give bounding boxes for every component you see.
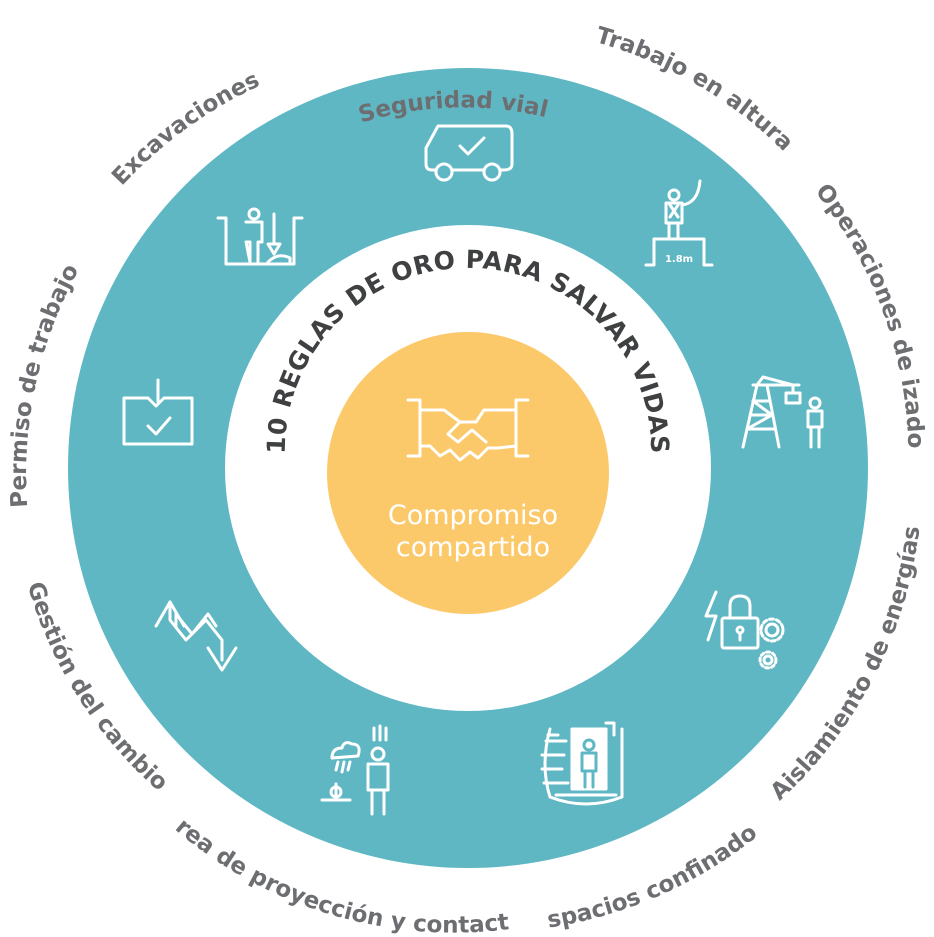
height-label: 1.8m — [665, 254, 693, 265]
center-line-1: Compromiso — [388, 500, 558, 531]
center-line-2: compartido — [396, 532, 550, 563]
vehicle-check-icon — [424, 124, 514, 182]
center-circle — [327, 332, 609, 614]
change-arrows-icon — [154, 600, 238, 672]
energy-lockout-icon — [704, 590, 785, 670]
work-permit-icon — [122, 378, 194, 446]
crane-lifting-icon — [741, 375, 824, 449]
confined-space-icon — [540, 721, 624, 806]
handshake-icon — [406, 398, 530, 462]
excavation-icon — [216, 207, 304, 266]
work-at-height-icon: 1.8m — [644, 179, 714, 267]
projection-contact-icon — [320, 724, 390, 816]
